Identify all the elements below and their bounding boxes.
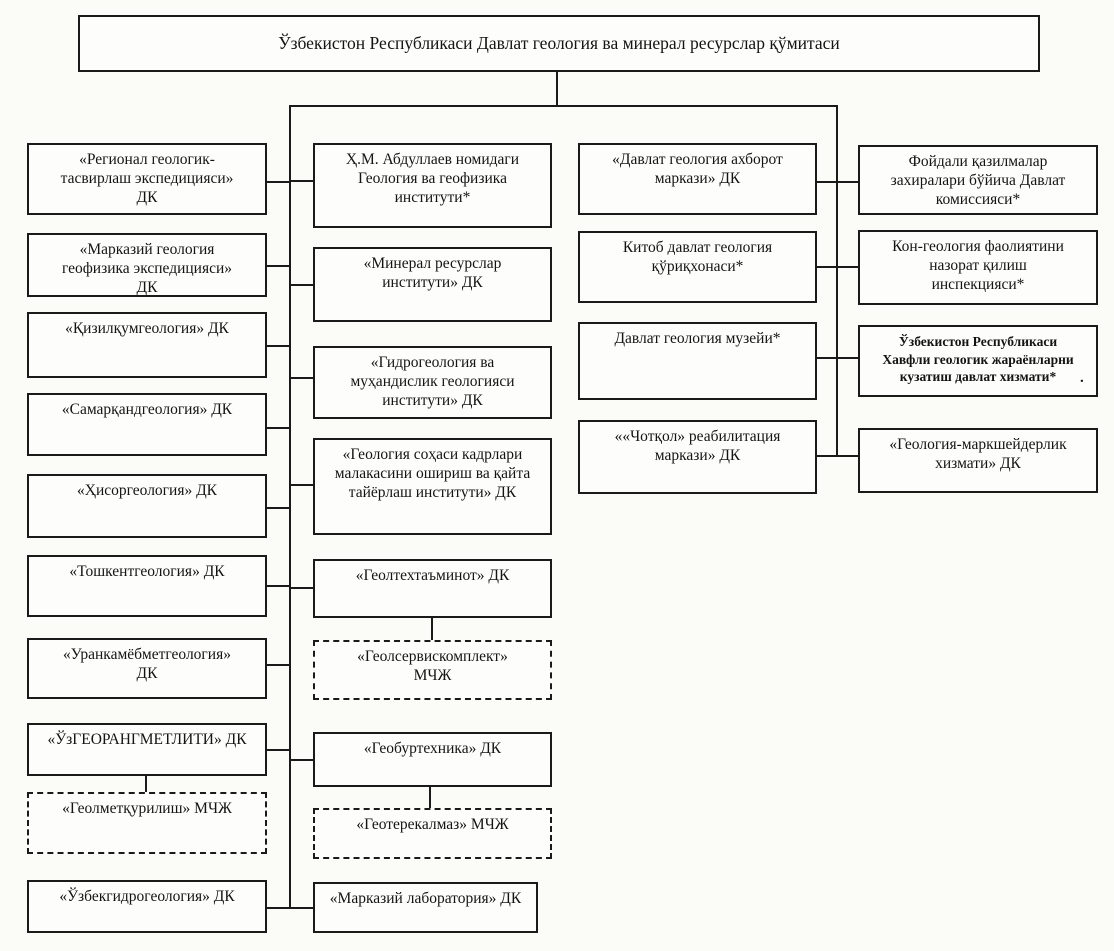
unit-box-c2-5: «Геолтехтаъминот» ДК	[313, 559, 552, 618]
unit-box-c3-2: Китоб давлат геология қўриқхонаси*	[578, 231, 817, 303]
stray-dot-mark: .	[1080, 370, 1084, 386]
unit-box-c2-2: «Минерал ресурслар институти» ДК	[313, 247, 552, 322]
unit-box-c2-3: «Гидрогеология ва муҳандислик геологияси…	[313, 346, 552, 419]
unit-box-c3-4: ««Чотқол» реабилитация маркази» ДК	[578, 420, 817, 494]
unit-box-c1-1: «Регионал геологик- тасвирлаш экспедиция…	[27, 143, 267, 215]
unit-box-c1-10: «Ўзбекгидрогеология» ДК	[27, 880, 267, 933]
unit-box-c2-4: «Геология соҳаси кадрлари малакасини оши…	[313, 438, 552, 535]
unit-box-c1-9-dashed: «Геолметқурилиш» МЧЖ	[27, 792, 267, 854]
unit-box-c2-1: Ҳ.М. Абдуллаев номидаги Геология ва геоф…	[313, 143, 552, 228]
unit-box-c3-1: «Давлат геология ахборот маркази» ДК	[578, 143, 817, 215]
unit-box-c4-4: «Геология-маркшейдерлик хизмати» ДК	[858, 428, 1098, 493]
unit-box-c1-2: «Марказий геология геофизика экспедицияс…	[27, 233, 267, 297]
unit-box-c1-8: «ЎзГЕОРАНГМЕТЛИТИ» ДК	[27, 723, 267, 776]
unit-box-c4-3: Ўзбекистон Республикаси Хавфли геологик …	[858, 325, 1098, 397]
unit-box-c1-5: «Ҳисоргеология» ДК	[27, 474, 267, 538]
unit-box-c1-3: «Қизилқумгеология» ДК	[27, 312, 267, 378]
unit-box-c2-7: «Геобуртехника» ДК	[313, 732, 552, 787]
unit-box-c1-6: «Тошкентгеология» ДК	[27, 555, 267, 617]
unit-box-c2-8-dashed: «Геотерекалмаз» МЧЖ	[313, 808, 552, 859]
unit-box-c2-9: «Марказий лаборатория» ДК	[313, 882, 538, 933]
unit-box-c1-7: «Уранкамёбметгеология» ДК	[27, 638, 267, 699]
unit-box-c4-1: Фойдали қазилмалар захиралари бўйича Дав…	[858, 145, 1098, 215]
unit-box-c4-2: Кон-геология фаолиятини назорат қилиш ин…	[858, 230, 1098, 305]
committee-title-box: Ўзбекистон Республикаси Давлат геология …	[78, 15, 1040, 72]
unit-box-c3-3: Давлат геология музейи*	[578, 322, 817, 400]
unit-box-c2-6-dashed: «Геолсервискомплект» МЧЖ	[313, 640, 552, 700]
unit-box-c1-4: «Самарқандгеология» ДК	[27, 393, 267, 456]
